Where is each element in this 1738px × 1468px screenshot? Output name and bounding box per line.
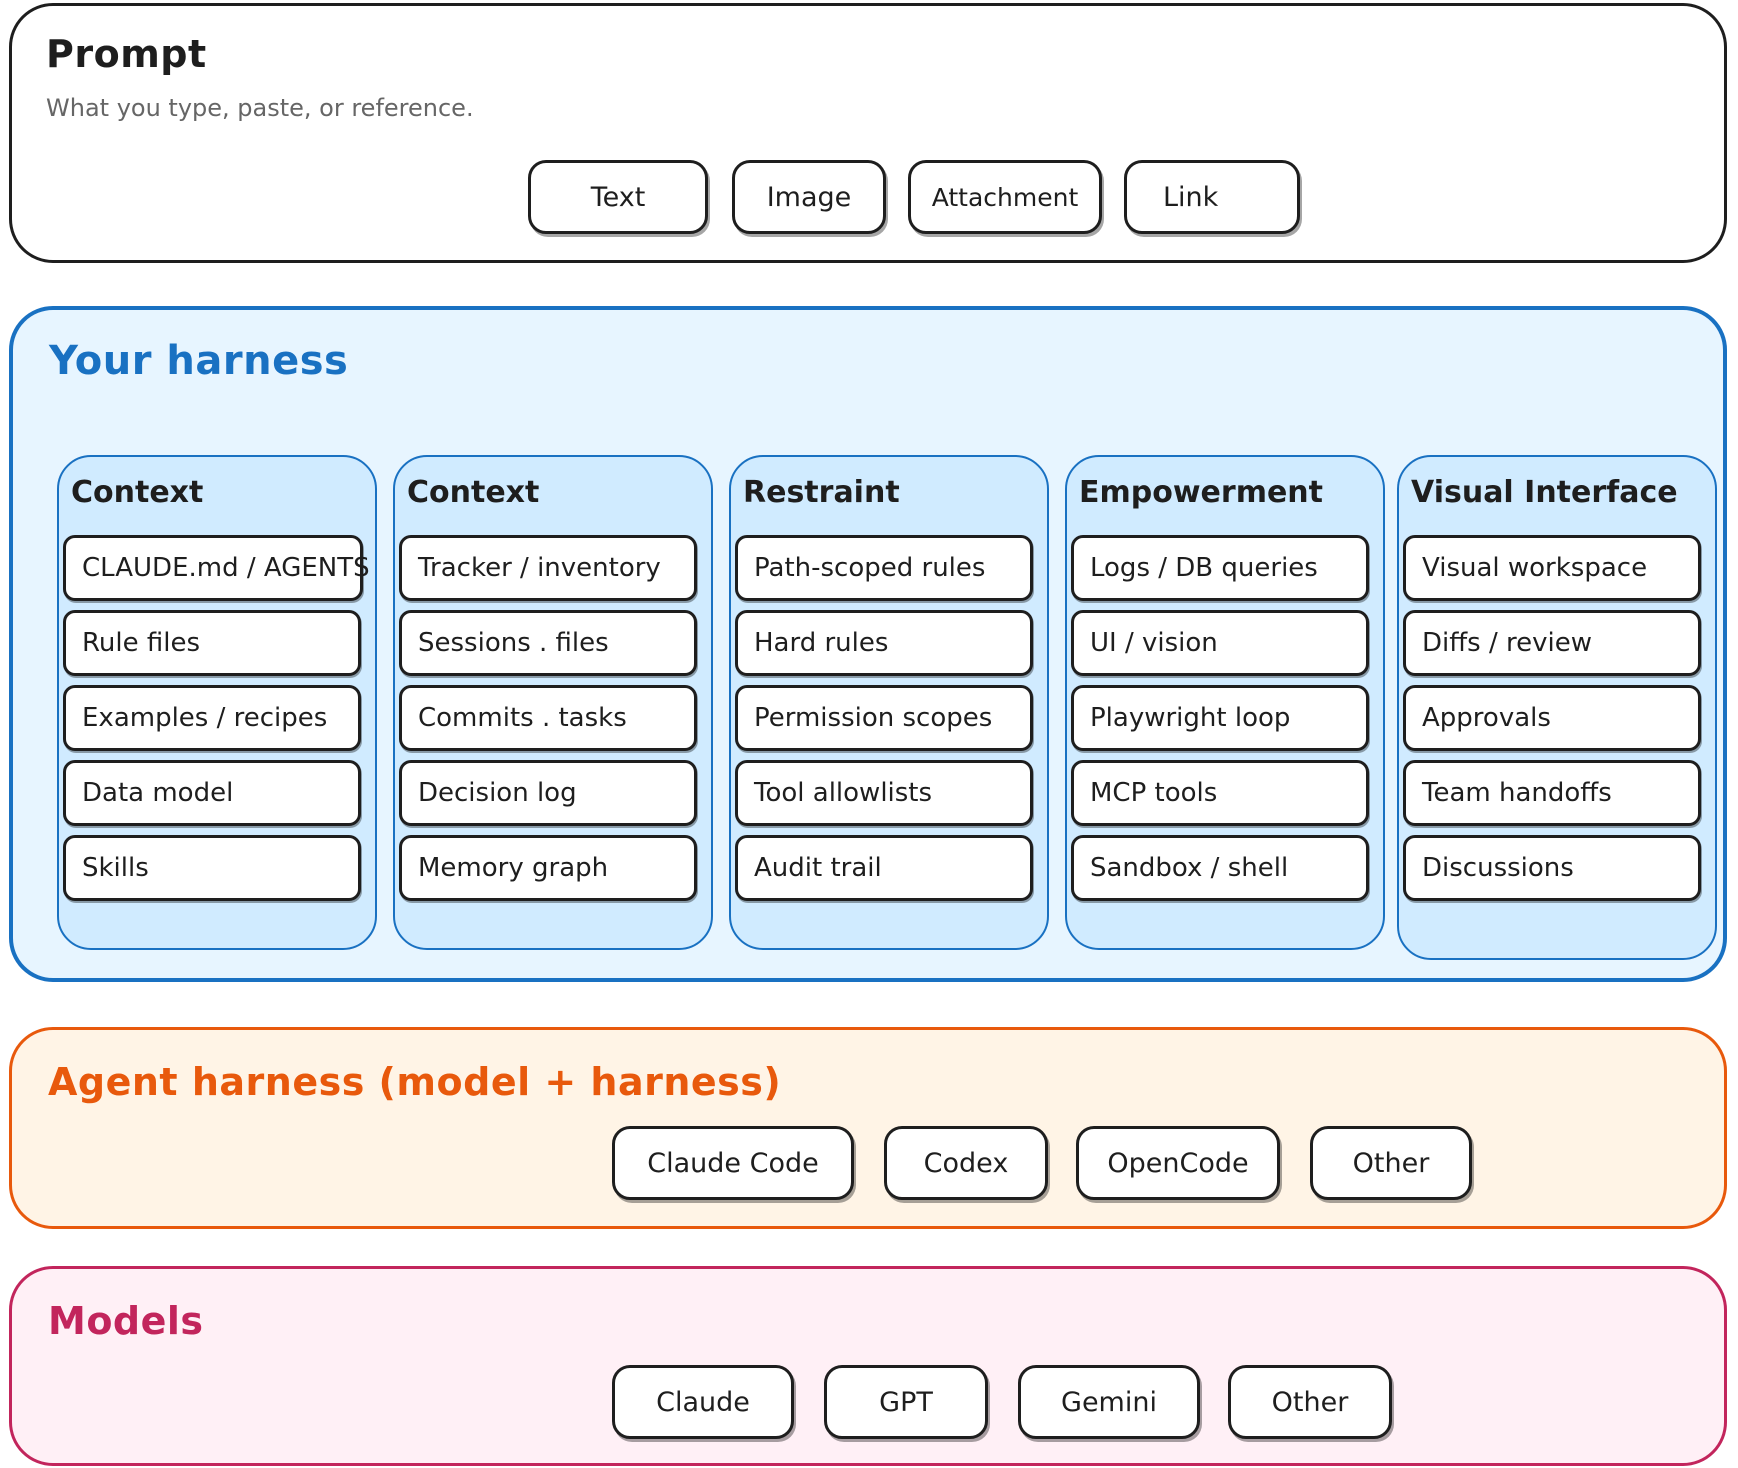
harness-item: Playwright loop bbox=[1071, 685, 1369, 751]
harness-item: Sandbox / shell bbox=[1071, 835, 1369, 901]
harness-item: Rule files bbox=[63, 610, 361, 676]
chip-label: Other bbox=[1352, 1147, 1430, 1179]
prompt-layer: Prompt What you type, paste, or referenc… bbox=[9, 3, 1727, 263]
harness-column-visual-interface: Visual Interface Visual workspace Diffs … bbox=[1397, 455, 1717, 960]
model-chip-other: Other bbox=[1228, 1365, 1392, 1439]
prompt-subtitle: What you type, paste, or reference. bbox=[46, 94, 474, 122]
harness-item: Diffs / review bbox=[1403, 610, 1701, 676]
harness-item: UI / vision bbox=[1071, 610, 1369, 676]
chip-label: Link bbox=[1163, 181, 1219, 213]
chip-label: Claude bbox=[656, 1386, 750, 1418]
chip-label: Text bbox=[590, 181, 646, 213]
models-layer: Models Claude GPT Gemini Other bbox=[9, 1266, 1727, 1466]
chip-label: GPT bbox=[879, 1386, 933, 1418]
column-title: Context bbox=[407, 475, 540, 510]
agent-chip-codex: Codex bbox=[884, 1126, 1048, 1200]
harness-item: Logs / DB queries bbox=[1071, 535, 1369, 601]
agent-chip-opencode: OpenCode bbox=[1076, 1126, 1280, 1200]
model-chip-gpt: GPT bbox=[824, 1365, 988, 1439]
column-title: Context bbox=[71, 475, 204, 510]
harness-item: Audit trail bbox=[735, 835, 1033, 901]
harness-item: Tool allowlists bbox=[735, 760, 1033, 826]
harness-column-restraint: Restraint Path-scoped rules Hard rules P… bbox=[729, 455, 1049, 950]
harness-item: Decision log bbox=[399, 760, 697, 826]
chip-label: Gemini bbox=[1061, 1386, 1157, 1418]
harness-item: Data model bbox=[63, 760, 361, 826]
prompt-chip-text: Text bbox=[528, 160, 708, 234]
chip-label: Attachment bbox=[931, 182, 1079, 212]
harness-item: Permission scopes bbox=[735, 685, 1033, 751]
prompt-chip-attachment: Attachment bbox=[908, 160, 1102, 234]
harness-item: MCP tools bbox=[1071, 760, 1369, 826]
harness-item: Memory graph bbox=[399, 835, 697, 901]
agent-chip-claude-code: Claude Code bbox=[612, 1126, 854, 1200]
models-title: Models bbox=[48, 1299, 204, 1343]
harness-column-context-2: Context Tracker / inventory Sessions . f… bbox=[393, 455, 713, 950]
chip-label: Claude Code bbox=[647, 1147, 819, 1179]
harness-item: Examples / recipes bbox=[63, 685, 361, 751]
column-title: Visual Interface bbox=[1411, 475, 1678, 510]
prompt-chip-link: Link bbox=[1124, 160, 1300, 234]
harness-item: Discussions bbox=[1403, 835, 1701, 901]
harness-item: CLAUDE.md / AGENTS bbox=[63, 535, 370, 601]
prompt-chip-image: Image bbox=[732, 160, 886, 234]
agent-chip-other: Other bbox=[1310, 1126, 1472, 1200]
chip-label: Image bbox=[766, 181, 852, 213]
chip-label: Other bbox=[1271, 1386, 1349, 1418]
harness-title: Your harness bbox=[49, 338, 349, 384]
harness-item: Commits . tasks bbox=[399, 685, 697, 751]
harness-item: Visual workspace bbox=[1403, 535, 1701, 601]
harness-column-empowerment: Empowerment Logs / DB queries UI / visio… bbox=[1065, 455, 1385, 950]
harness-item: Team handoffs bbox=[1403, 760, 1701, 826]
harness-item: Sessions . files bbox=[399, 610, 697, 676]
agent-harness-layer: Agent harness (model + harness) Claude C… bbox=[9, 1027, 1727, 1229]
chip-label: Codex bbox=[923, 1147, 1009, 1179]
harness-item: Skills bbox=[63, 835, 361, 901]
model-chip-claude: Claude bbox=[612, 1365, 794, 1439]
column-title: Empowerment bbox=[1079, 475, 1323, 510]
harness-item: Tracker / inventory bbox=[399, 535, 697, 601]
harness-item: Approvals bbox=[1403, 685, 1701, 751]
harness-column-context-1: Context CLAUDE.md / AGENTS Rule files Ex… bbox=[57, 455, 377, 950]
agent-title: Agent harness (model + harness) bbox=[48, 1060, 782, 1104]
column-title: Restraint bbox=[743, 475, 900, 510]
prompt-title: Prompt bbox=[46, 32, 207, 76]
chip-label: OpenCode bbox=[1107, 1147, 1249, 1179]
model-chip-gemini: Gemini bbox=[1018, 1365, 1200, 1439]
your-harness-layer: Your harness Context CLAUDE.md / AGENTS … bbox=[9, 306, 1727, 982]
harness-item: Hard rules bbox=[735, 610, 1033, 676]
harness-item: Path-scoped rules bbox=[735, 535, 1033, 601]
